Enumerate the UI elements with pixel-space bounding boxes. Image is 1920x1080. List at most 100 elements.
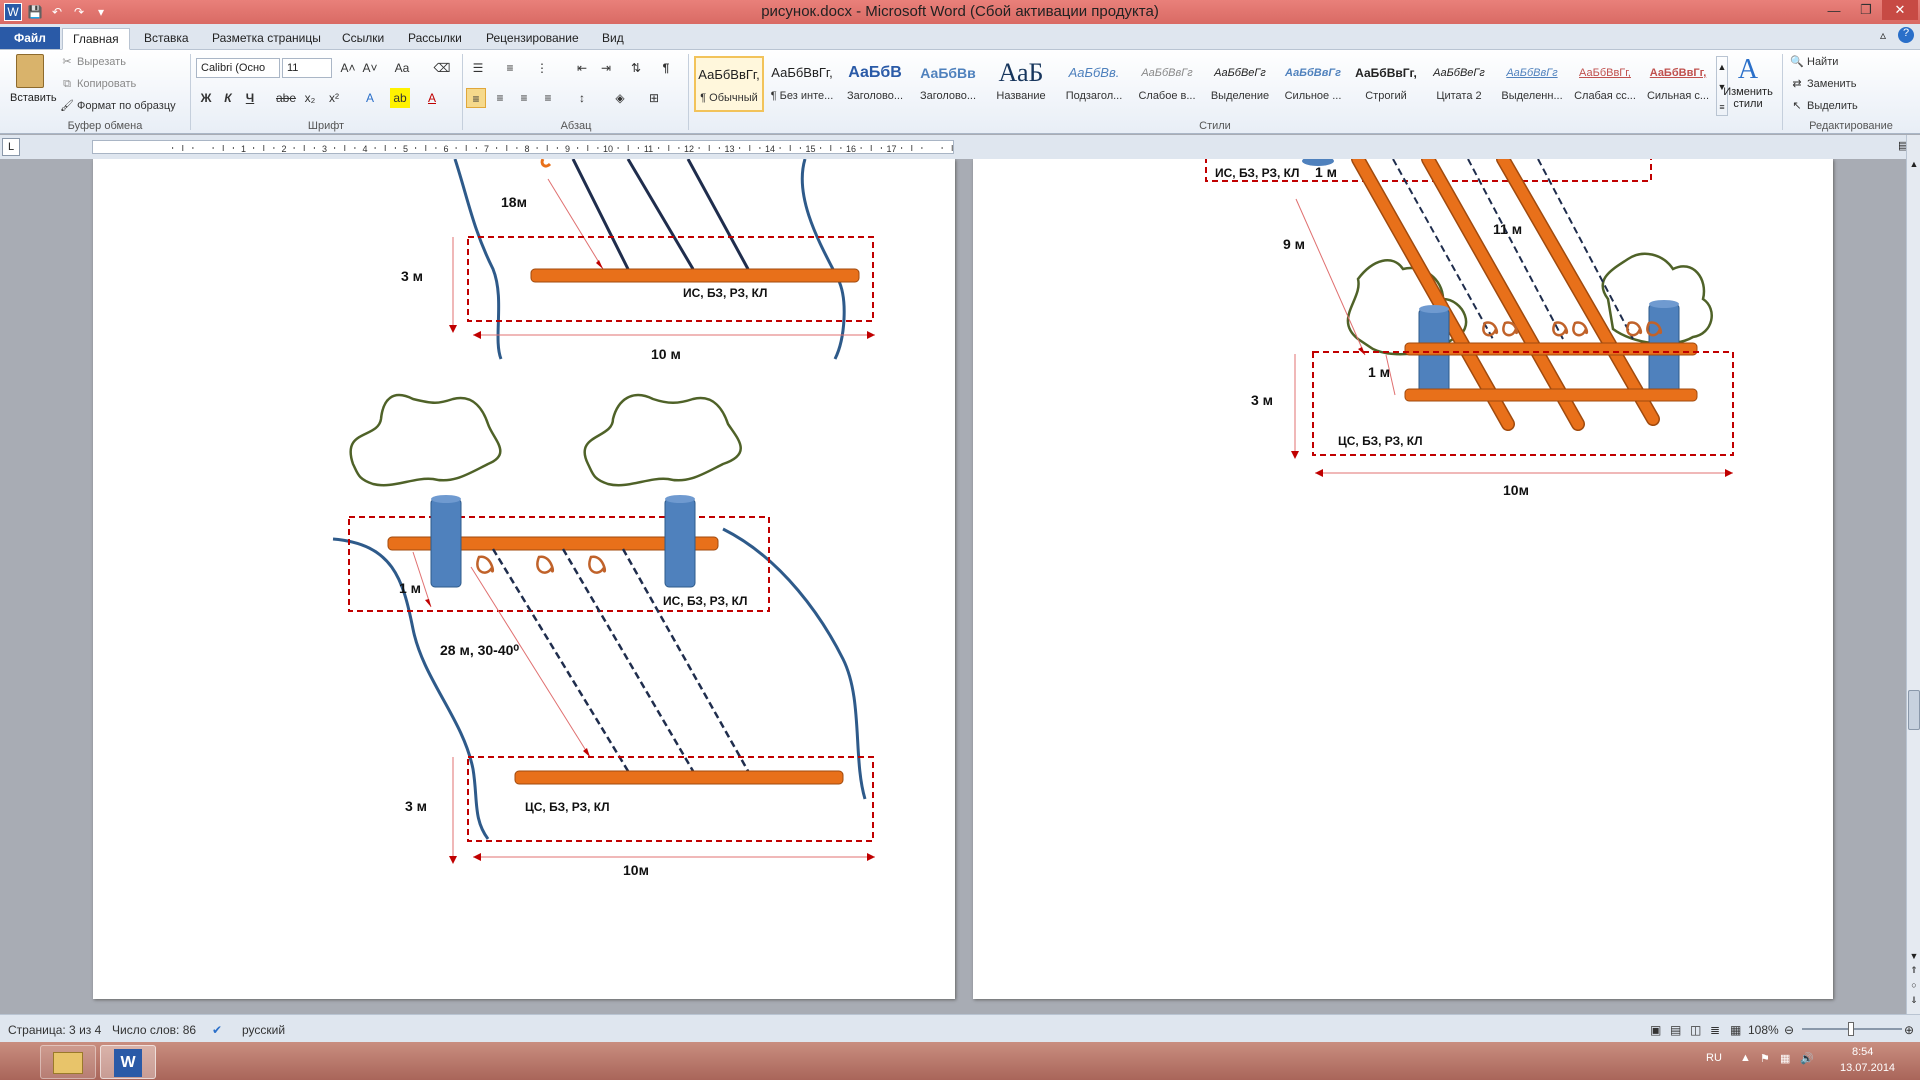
clock-date[interactable]: 13.07.2014 xyxy=(1840,1062,1896,1074)
explorer-taskbar-button[interactable] xyxy=(40,1045,96,1079)
horizontal-ruler[interactable]: L 123456789101112131415161719 ▤ xyxy=(0,135,1920,159)
tab-home[interactable]: Главная xyxy=(62,28,130,50)
multilevel-list-icon[interactable]: ⋮ xyxy=(536,61,548,75)
find-button[interactable]: 🔍Найти xyxy=(1790,55,1838,69)
style-no-spacing[interactable]: АаБбВвГг,¶ Без инте... xyxy=(767,56,837,112)
zoom-in-icon[interactable]: ⊕ xyxy=(1904,1023,1915,1037)
scroll-thumb[interactable] xyxy=(1908,690,1920,730)
shrink-font-button[interactable]: A˅ xyxy=(362,61,378,75)
borders-icon[interactable]: ⊞ xyxy=(648,91,660,105)
ruler-toggle-icon[interactable]: ▤ xyxy=(1898,140,1909,152)
style-subtle-reference[interactable]: АаБбВвГг,Слабая сс... xyxy=(1570,56,1640,112)
align-left-icon[interactable]: ≡ xyxy=(466,88,486,108)
tab-mailings[interactable]: Рассылки xyxy=(408,31,462,45)
line-spacing-icon[interactable]: ↕ xyxy=(579,91,585,105)
align-center-icon[interactable]: ≡ xyxy=(496,91,504,105)
tab-insert[interactable]: Вставка xyxy=(144,31,189,45)
close-button[interactable]: ✕ xyxy=(1882,0,1918,20)
style-subtitle[interactable]: АаБбВв.Подзагол... xyxy=(1059,56,1129,112)
draft-icon[interactable]: ▦ xyxy=(1730,1023,1742,1037)
restore-button[interactable]: ❐ xyxy=(1860,2,1872,17)
underline-button[interactable]: Ч xyxy=(245,91,255,105)
strikethrough-button[interactable]: abe xyxy=(276,91,297,105)
tab-file[interactable]: Файл xyxy=(0,27,60,49)
ribbon-collapse-icon[interactable]: ▵ xyxy=(1880,28,1887,42)
style-intense-reference[interactable]: АаБбВвГг,Сильная с... xyxy=(1643,56,1713,112)
word-icon[interactable]: W xyxy=(4,3,22,21)
increase-indent-icon[interactable]: ⇥ xyxy=(600,61,612,75)
format-painter-button[interactable]: 🖌Формат по образцу xyxy=(60,99,176,113)
language-status[interactable]: русский xyxy=(242,1023,286,1037)
change-case-button[interactable]: Aa xyxy=(394,61,410,75)
bold-button[interactable]: Ж xyxy=(200,91,212,105)
decrease-indent-icon[interactable]: ⇤ xyxy=(576,61,588,75)
align-right-icon[interactable]: ≡ xyxy=(520,91,528,105)
proofing-icon[interactable]: ✔ xyxy=(212,1023,223,1037)
shading-icon[interactable]: ◈ xyxy=(615,91,625,105)
volume-icon[interactable]: 🔊 xyxy=(1800,1053,1814,1065)
replace-button[interactable]: ⇄Заменить xyxy=(1790,77,1856,91)
justify-icon[interactable]: ≡ xyxy=(544,91,552,105)
zoom-level[interactable]: 108% xyxy=(1748,1023,1779,1037)
font-name-combo[interactable]: Calibri (Осно xyxy=(196,58,280,78)
page-count[interactable]: Страница: 3 из 4 xyxy=(8,1023,102,1037)
vertical-scrollbar[interactable]: ▲ ▼ ⇑ ○ ⇓ xyxy=(1906,135,1920,1015)
show-marks-button[interactable]: ¶ xyxy=(662,61,670,75)
cut-button[interactable]: ✂Вырезать xyxy=(60,55,126,69)
text-effects-icon[interactable]: A xyxy=(365,91,374,105)
grow-font-button[interactable]: A˄ xyxy=(340,61,356,75)
select-button[interactable]: ↖Выделить xyxy=(1790,99,1857,113)
tab-page-layout[interactable]: Разметка страницы xyxy=(212,31,321,45)
scroll-up-icon[interactable]: ▲ xyxy=(1909,159,1919,169)
scroll-down-icon[interactable]: ▼ xyxy=(1909,951,1919,961)
web-layout-icon[interactable]: ◫ xyxy=(1690,1023,1702,1037)
tab-selector-icon[interactable]: L xyxy=(2,138,20,156)
save-icon[interactable]: 💾 xyxy=(27,5,43,19)
input-language[interactable]: RU xyxy=(1706,1052,1722,1064)
style-strong[interactable]: АаБбВвГг,Строгий xyxy=(1351,56,1421,112)
prev-page-icon[interactable]: ⇑ xyxy=(1910,965,1918,975)
zoom-out-icon[interactable]: ⊖ xyxy=(1784,1023,1795,1037)
subscript-button[interactable]: x₂ xyxy=(304,91,316,105)
undo-icon[interactable]: ↶ xyxy=(51,5,63,19)
full-screen-icon[interactable]: ▤ xyxy=(1670,1023,1682,1037)
highlight-icon[interactable]: ab xyxy=(390,88,410,108)
tab-references[interactable]: Ссылки xyxy=(342,31,385,45)
copy-button[interactable]: ⧉Копировать xyxy=(60,77,136,91)
bullets-icon[interactable]: ☰ xyxy=(472,61,484,75)
tab-view[interactable]: Вид xyxy=(602,31,624,45)
network-icon[interactable]: ▦ xyxy=(1780,1053,1791,1065)
font-size-combo[interactable]: 11 xyxy=(282,58,332,78)
numbering-icon[interactable]: ≡ xyxy=(506,61,514,75)
print-layout-icon[interactable]: ▣ xyxy=(1650,1023,1662,1037)
help-icon[interactable]: ? xyxy=(1898,27,1914,43)
style-normal[interactable]: АаБбВвГг,¶ Обычный xyxy=(694,56,764,112)
superscript-button[interactable]: x² xyxy=(329,91,339,105)
next-page-icon[interactable]: ⇓ xyxy=(1910,995,1918,1005)
zoom-thumb[interactable] xyxy=(1848,1022,1854,1036)
browse-object-icon[interactable]: ○ xyxy=(1911,980,1917,990)
redo-icon[interactable]: ↷ xyxy=(73,5,85,19)
outline-icon[interactable]: ≣ xyxy=(1710,1023,1721,1037)
clear-format-icon[interactable]: ⌫ xyxy=(433,61,451,75)
font-color-icon[interactable]: A xyxy=(427,91,436,105)
clock-time[interactable]: 8:54 xyxy=(1852,1046,1874,1058)
show-hidden-icons-icon[interactable]: ▲ xyxy=(1740,1052,1751,1064)
sort-icon[interactable]: ⇅ xyxy=(630,61,642,75)
flag-icon[interactable]: ⚑ xyxy=(1760,1053,1770,1065)
customize-qat-icon[interactable]: ▾ xyxy=(97,5,105,19)
change-styles-button[interactable]: A Изменить стили xyxy=(1722,54,1774,110)
paste-button[interactable]: Вставить xyxy=(10,54,57,114)
tab-review[interactable]: Рецензирование xyxy=(486,31,579,45)
styles-scroll-icon[interactable]: ▲▼≡ xyxy=(1716,56,1728,116)
word-count[interactable]: Число слов: 86 xyxy=(112,1023,197,1037)
minimize-button[interactable]: — xyxy=(1827,2,1841,18)
